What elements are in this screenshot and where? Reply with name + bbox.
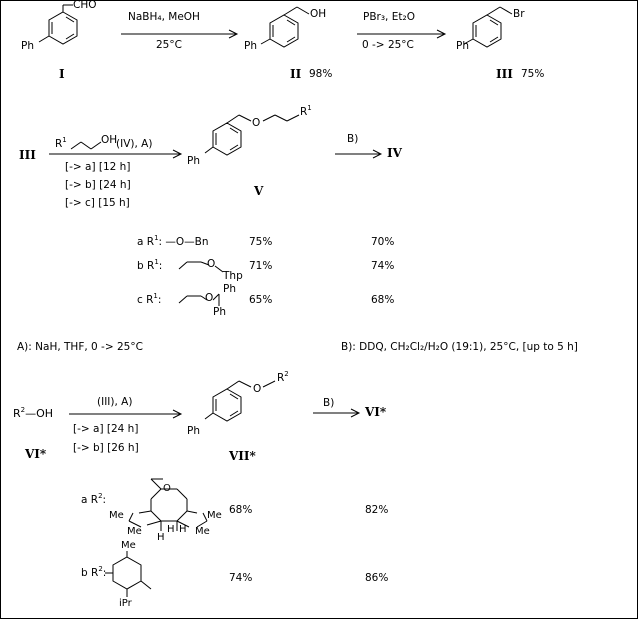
scheme2-end: IV — [387, 146, 402, 160]
step2-reagents: PBr₃, Et₂O — [363, 11, 415, 23]
sugar-me2: Me — [127, 526, 142, 537]
row-c-yield1: 65% — [249, 294, 273, 306]
sugar-h3: H — [179, 524, 187, 535]
compound-III-ph: Ph — [456, 40, 469, 52]
cyclo-me: Me — [121, 540, 136, 551]
compound-III-yield: 75% — [521, 68, 545, 80]
arrow-step1 — [121, 29, 239, 39]
scheme2-start: III — [19, 148, 36, 162]
cyclohexyl-structure — [105, 551, 152, 597]
compound-V-ph: Ph — [187, 155, 200, 167]
compound-VII-ph: Ph — [187, 425, 200, 437]
row-c-ph1: Ph — [223, 283, 236, 295]
condition-b: [-> b] [24 h] — [65, 179, 131, 191]
compound-VII-structure — [204, 380, 276, 422]
compound-I-label: I — [59, 67, 65, 81]
diacetonide-structure — [128, 478, 208, 531]
step2-conditions: 0 -> 25°C — [362, 39, 414, 51]
compound-III-ring — [463, 6, 513, 48]
step-B-label: B) — [347, 133, 359, 145]
sugar-me1: Me — [109, 510, 124, 521]
row-c-O: O — [205, 292, 214, 304]
compound-VII-R: R2 — [277, 370, 289, 384]
compound-VII-label: VII* — [229, 449, 256, 463]
row-b-chain — [178, 261, 224, 273]
sugar-h2: H — [167, 524, 175, 535]
compound-III-label: III — [496, 67, 513, 81]
row-b-label: b R1: — [137, 258, 163, 272]
scheme3-row-a-label: a R2: — [81, 492, 107, 506]
row-a-yield1: 75% — [249, 236, 273, 248]
compound-V-R: R1 — [300, 104, 312, 118]
sugar-me3: Me — [207, 510, 222, 521]
compound-V-label: V — [254, 184, 264, 198]
row-b-O: O — [207, 258, 216, 270]
compound-VII-O: O — [253, 383, 262, 395]
condition-c: [-> c] [15 h] — [65, 197, 130, 209]
cyclo-ipr: iPr — [119, 598, 132, 609]
scheme3-row-b-yield2: 86% — [365, 572, 389, 584]
sugar-h1: H — [157, 532, 165, 543]
step1-conditions: 25°C — [156, 39, 182, 51]
scheme3-condition-a: [-> a] [24 h] — [73, 423, 139, 435]
row-a-yield2: 70% — [371, 236, 395, 248]
scheme3-start: R2—OH — [13, 406, 54, 420]
compound-III-group: Br — [513, 8, 525, 20]
note-A: A): NaH, THF, 0 -> 25°C — [17, 341, 143, 353]
arrow-step-A2 — [69, 409, 183, 419]
arrow-step2 — [357, 29, 447, 39]
row-b-thp: Thp — [223, 270, 243, 282]
compound-II-label: II — [290, 67, 302, 81]
compound-I-group: CHO — [73, 0, 97, 11]
reagent-IV-R: R1 — [55, 136, 67, 150]
note-B: B): DDQ, CH₂Cl₂/H₂O (19:1), 25°C, [up to… — [341, 341, 578, 353]
compound-II-ph: Ph — [244, 40, 257, 52]
row-c-chain — [178, 293, 220, 306]
scheme3-row-a-yield1: 68% — [229, 504, 253, 516]
row-c-yield2: 68% — [371, 294, 395, 306]
compound-II-group: OH — [310, 8, 327, 20]
arrow-step-B — [335, 149, 383, 159]
arrow-step-A — [49, 149, 183, 159]
condition-a: [-> a] [12 h] — [65, 161, 131, 173]
compound-II-yield: 98% — [309, 68, 333, 80]
reagent-IV-label: (IV), A) — [116, 138, 153, 150]
compound-V-O: O — [252, 117, 261, 129]
compound-I-ph: Ph — [21, 40, 34, 52]
step1-reagents: NaBH₄, MeOH — [128, 11, 200, 23]
sugar-me4: Me — [195, 526, 210, 537]
scheme3-row-b-yield1: 74% — [229, 572, 253, 584]
sugar-o-ring: O — [163, 483, 171, 494]
scheme3-reagent-label: (III), A) — [97, 396, 133, 408]
compound-I-ring — [38, 4, 78, 45]
row-a-label: a R1: —O—Bn — [137, 234, 209, 248]
reagent-IV-chain — [70, 141, 102, 150]
scheme3-row-b-label: b R2: — [81, 565, 107, 579]
step-B2-label: B) — [323, 397, 335, 409]
row-b-yield2: 74% — [371, 260, 395, 272]
arrow-step-B2 — [313, 408, 361, 418]
compound-II-ring — [260, 6, 310, 48]
scheme3-condition-b: [-> b] [26 h] — [73, 442, 139, 454]
scheme3-end: VI* — [365, 405, 387, 419]
scheme3-row-a-yield2: 82% — [365, 504, 389, 516]
row-c-ph2: Ph — [213, 306, 226, 318]
scheme3-start-label: VI* — [25, 447, 47, 461]
compound-V-structure — [204, 114, 300, 156]
row-c-label: c R1: — [137, 292, 162, 306]
reagent-IV-OH: OH — [101, 134, 118, 146]
row-b-yield1: 71% — [249, 260, 273, 272]
